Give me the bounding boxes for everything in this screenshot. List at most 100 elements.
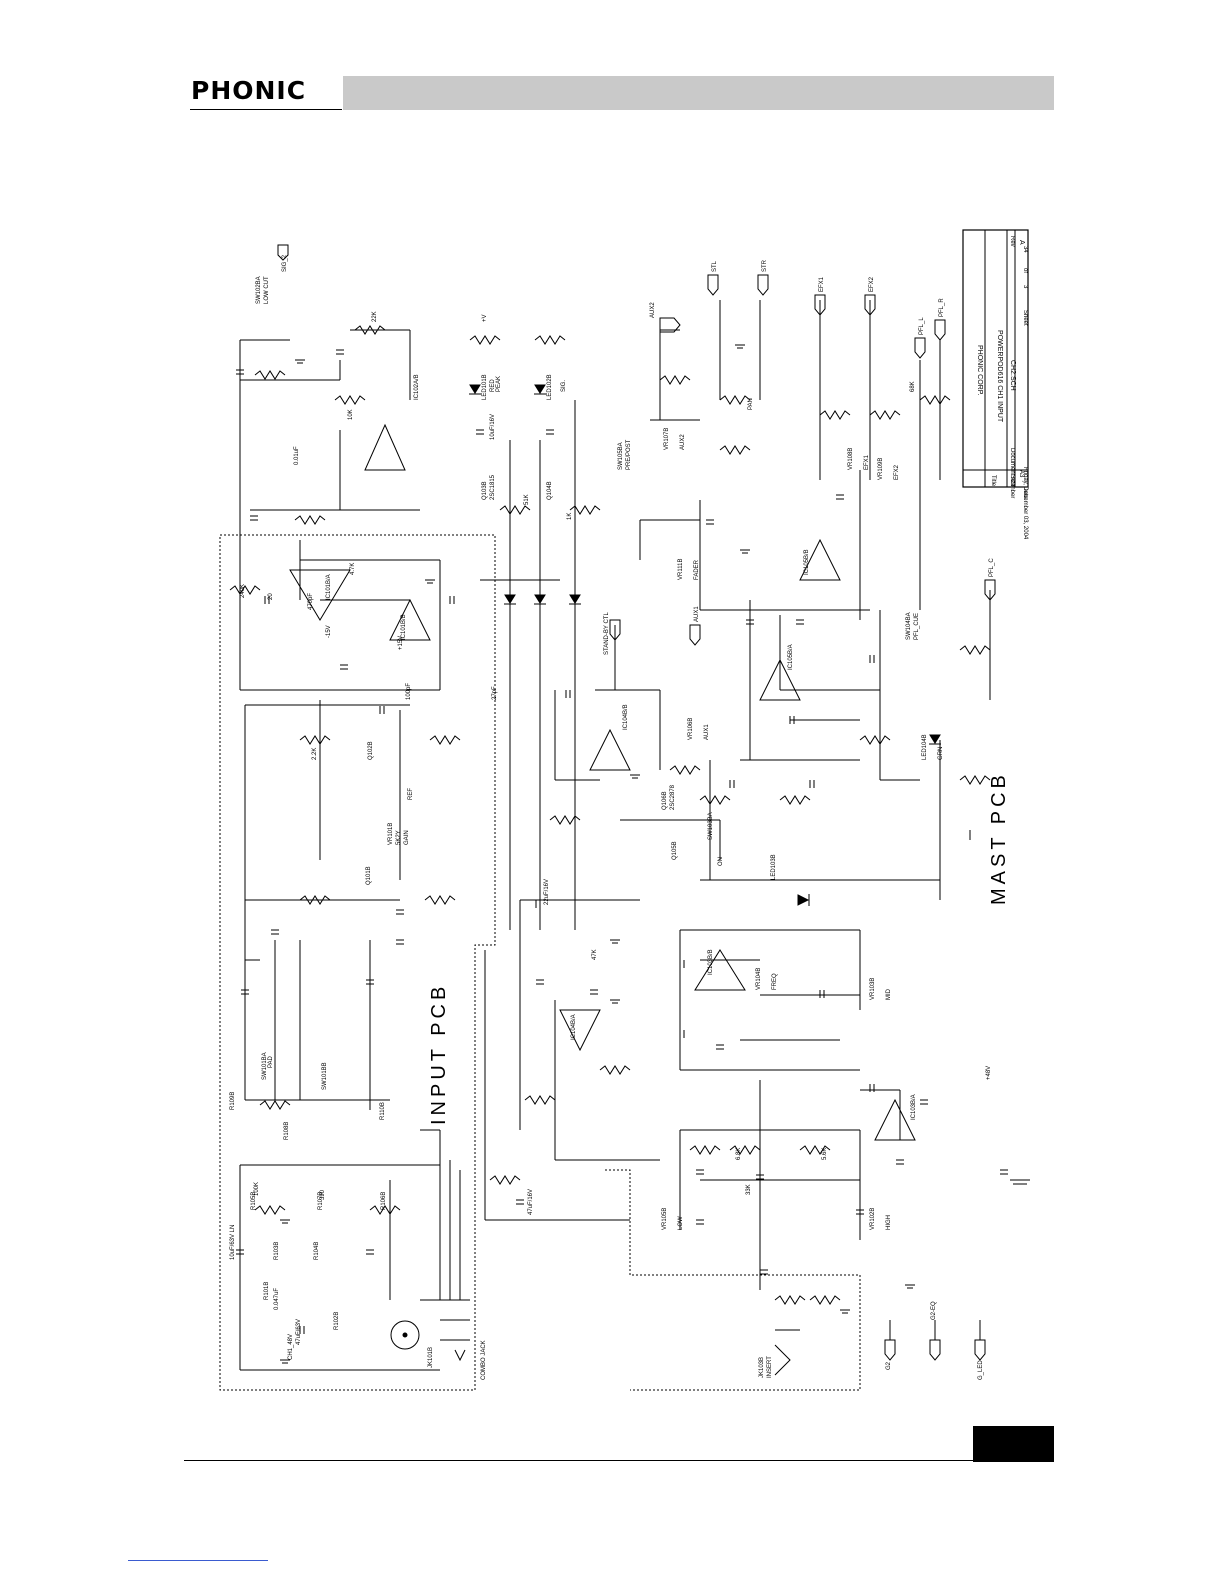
label-ic104bb: IC104B/B: [623, 704, 629, 730]
label-r105b: R105B: [251, 1192, 257, 1210]
rev-value: A: [1018, 240, 1025, 245]
of-label: of: [1022, 268, 1028, 273]
size-label: Size: [1009, 475, 1015, 487]
label-freq: FREQ: [772, 973, 778, 990]
label-r103b: R103B: [274, 1242, 280, 1260]
op-amp-ic101a: [289, 569, 351, 621]
label-pot-efx1: EFX1: [864, 454, 870, 470]
rail-v1: +V: [482, 314, 488, 322]
component-labels: SW102BA LOW CUT SIG_2 AUX2 STL STR EFX1 …: [230, 254, 995, 1380]
rail-plus48: +48V: [986, 1066, 992, 1080]
rev-label: Rev: [1009, 236, 1015, 247]
value-47k: 47K: [592, 949, 598, 960]
label-led103b: LED103B: [771, 854, 777, 880]
label-pfl-cue: PFL_CUE: [914, 613, 920, 640]
header-bar: [343, 76, 1054, 110]
label-ic103bb: IC103B/B: [708, 949, 714, 975]
value-33k: 33K: [746, 1184, 752, 1195]
label-low: LOW: [678, 1216, 684, 1230]
rail-g-led: G_LED: [978, 1360, 984, 1380]
capacitors: [236, 349, 1008, 1334]
label-on: ON: [718, 857, 724, 866]
label-2sc2878: 2SC2878: [670, 784, 676, 810]
port-stl: STL: [712, 260, 718, 272]
value-68k: 51K: [524, 494, 530, 505]
diodes: [469, 384, 941, 906]
label-vr103b: VR103B: [870, 978, 876, 1000]
value-10uf-63v-ln: 10uF/63V LN: [230, 1225, 236, 1260]
label-pot-efx2: EFX2: [894, 464, 900, 480]
label-q104b: Q104B: [547, 481, 553, 500]
op-amp-ic104b: [589, 728, 631, 771]
page-number-tab: [973, 1426, 1054, 1462]
value-0-01uf: 470pF: [308, 593, 314, 610]
label-vr104b: VR104B: [756, 968, 762, 990]
value-4-7k: 4.7K: [350, 563, 356, 575]
label-jk101b: JK101B: [428, 1347, 434, 1368]
port-aux2: AUX2: [650, 302, 656, 318]
value-1k: 1K: [567, 513, 573, 520]
docnum-value: CH2.SCH: [1009, 360, 1016, 391]
port-pfl-c: PFL_C: [989, 558, 995, 577]
value-100k: 100K: [254, 1182, 260, 1196]
label-insert: INSERT: [767, 1356, 773, 1378]
header-rule: [190, 109, 342, 110]
rail-ch1-48v: CH1_48V: [288, 1334, 294, 1360]
port-pfl-r: PFL_R: [939, 298, 945, 317]
port-str: STR: [762, 259, 768, 272]
sheet-label: Sheet: [1022, 310, 1028, 326]
value-10k: 10K: [348, 409, 354, 420]
title-label: Title: [990, 475, 996, 487]
label-mid: MID: [886, 988, 892, 1000]
label-q105b: Q105B: [672, 841, 678, 860]
label-combo-jack: COMBO JACK: [481, 1340, 487, 1380]
label-ic103ba: IC103B/A: [911, 1094, 917, 1120]
ground-symbols: [280, 344, 1030, 1364]
label-r106b: R106B: [381, 1192, 387, 1210]
label-r104b: R104B: [314, 1242, 320, 1260]
value-2-2k: 2.2K: [312, 748, 318, 760]
label-vr108b: VR108B: [848, 448, 854, 470]
value-0-047uf: 0.01uF: [294, 446, 300, 465]
value-5-6k: 5.6K: [822, 1148, 828, 1160]
rail-labels: +V +15V -15V +48V G2 G2-EQ G_LED CH1_48V: [288, 314, 992, 1380]
label-sw101ba: SW101BA: [262, 1052, 268, 1080]
op-amp-ic104a: [559, 1009, 601, 1052]
rail-plus15: +15V: [398, 636, 404, 650]
label-ic102ab: IC102A/B: [414, 374, 420, 400]
port-sig2: SIG_2: [282, 254, 288, 272]
label-high: HIGH: [886, 1215, 892, 1230]
sheet-number: 3: [1022, 285, 1028, 289]
footer-link-underline[interactable]: [128, 1560, 268, 1561]
label-vr109b: VR109B: [878, 458, 884, 480]
label-r109b: R109B: [230, 1092, 236, 1110]
label-ic104ba: IC104B/A: [571, 1014, 577, 1040]
label-sw105ba: SW105BA: [618, 442, 624, 470]
label-led102b: LED102B: [547, 374, 553, 400]
rail-g2: G2: [886, 1361, 892, 1370]
mast-pcb-label: MAST PCB: [988, 771, 1010, 905]
footer-rule: [184, 1460, 1054, 1461]
port-standby-ctl: STAND-BY CTL: [604, 612, 610, 655]
value-47uf-16v: 47uF/16V: [528, 1189, 534, 1215]
label-pot-aux2: AUX2: [680, 434, 686, 450]
value-ref: 390: [320, 1189, 326, 1200]
label-sig: SIG.: [561, 380, 567, 392]
value-labels: 22K 10K 240K 20 100K 390 REF 51K 1K 2.2K…: [230, 311, 916, 1345]
value-100pf: 27pF: [492, 686, 498, 700]
label-r110b: R110B: [380, 1102, 386, 1120]
value-22uf-16v: 22uF/16V: [544, 879, 550, 905]
sheet-count: 34: [1022, 246, 1028, 253]
value-6-8k: 6.8K: [736, 1148, 742, 1160]
port-pfl-l: PFL_L: [919, 317, 925, 335]
size-value: A3: [1018, 470, 1024, 478]
value-27pf: 20: [268, 593, 274, 600]
op-amp-ic103a: [874, 1098, 916, 1141]
label-ic105ba: IC105B/A: [788, 644, 794, 670]
label-gain: GAIN: [404, 830, 410, 845]
label-ic101ba: IC101B/A: [326, 574, 332, 600]
label-peak: PEAK: [496, 376, 502, 392]
label-vr106b: VR106B: [688, 718, 694, 740]
value-390: 0.047uF: [274, 1288, 280, 1310]
